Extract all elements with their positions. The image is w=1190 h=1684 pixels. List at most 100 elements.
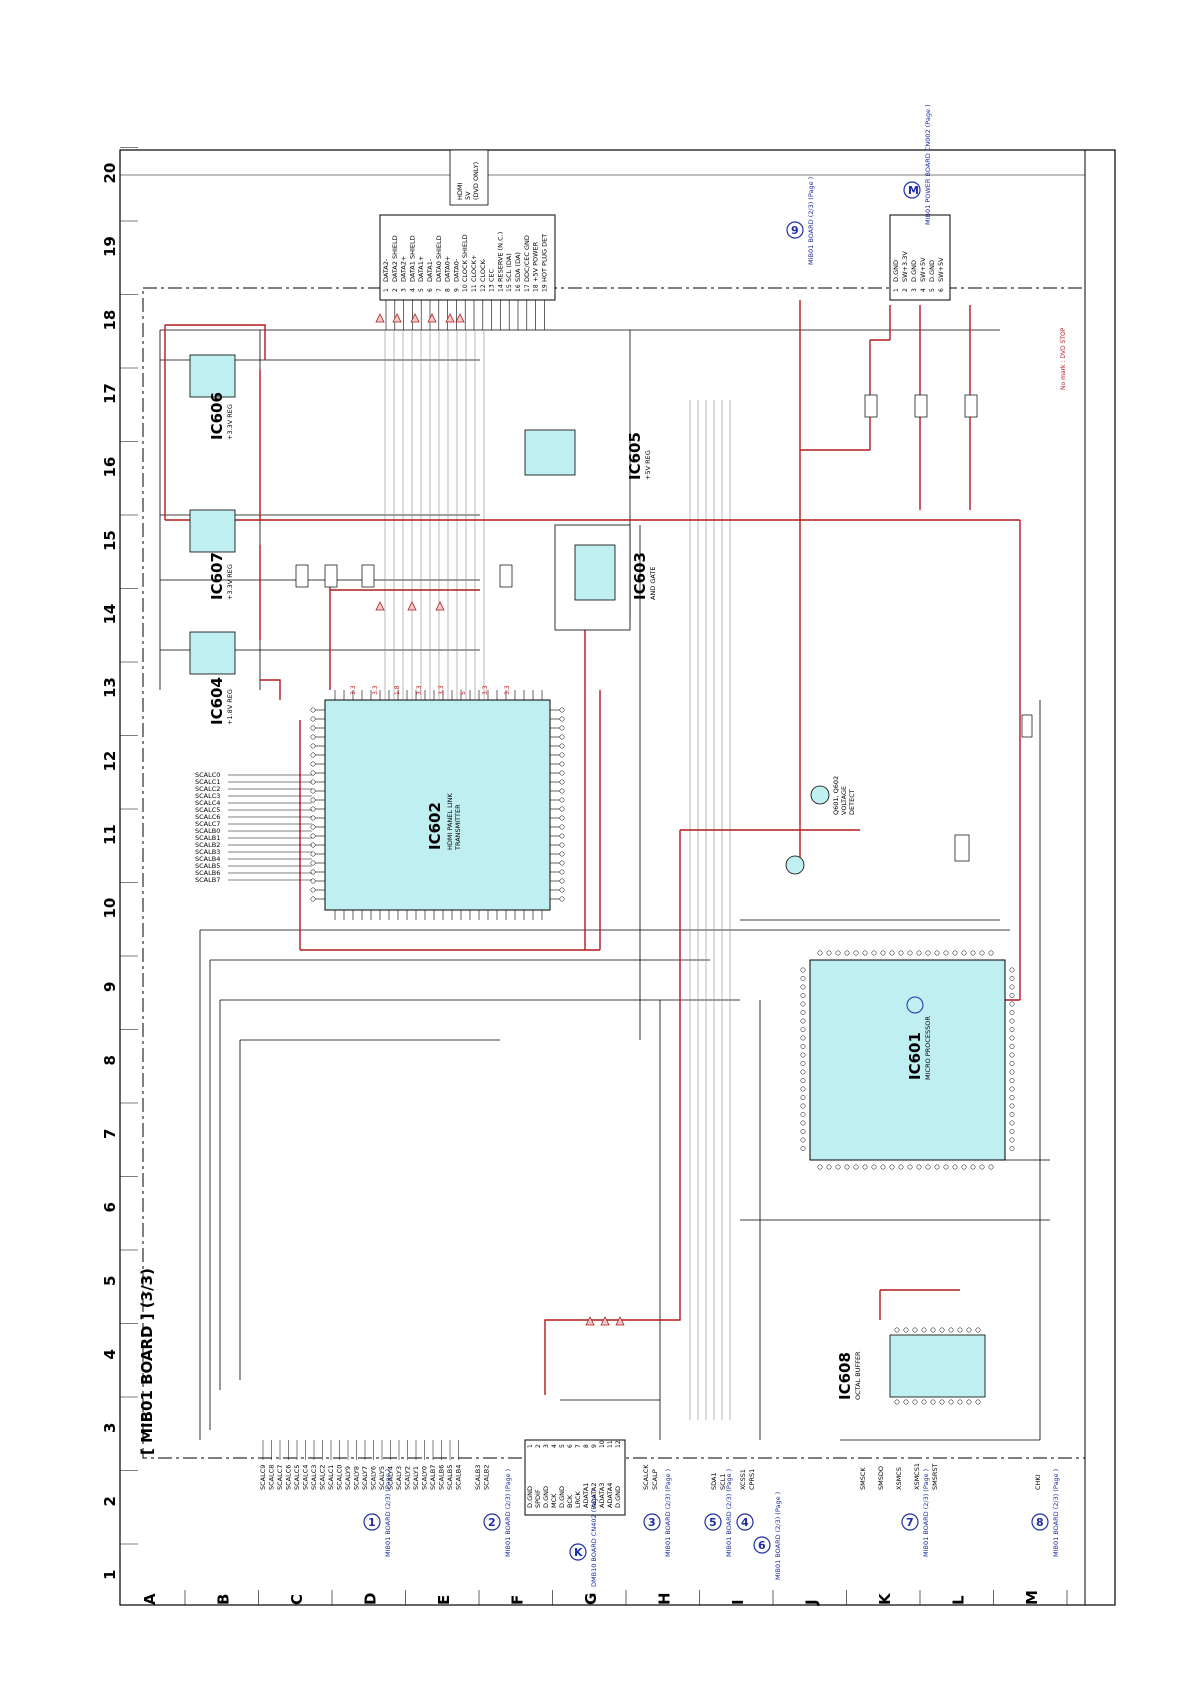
ic602-rail: 5 <box>460 691 467 695</box>
svg-text:(DVD ONLY): (DVD ONLY) <box>472 162 480 200</box>
bus-label: SCALC9 <box>259 1465 267 1490</box>
hdmi-pin-label: CLOCK SHIELD <box>461 234 469 282</box>
ic602-input-label: SCALB7 <box>195 876 220 884</box>
hdmi-pin-num: 7 <box>436 288 443 292</box>
ic602-input-label: SCALC5 <box>195 806 220 814</box>
grid-col-8: 8 <box>101 1055 119 1065</box>
ic602-rail: 3.3 <box>416 685 423 695</box>
grid-row-C: C <box>288 1594 306 1605</box>
ref-circle <box>363 1513 381 1531</box>
ic602-input-label: SCALB0 <box>195 827 220 835</box>
svg-text:Q601, Q602: Q601, Q602 <box>832 776 840 815</box>
power-pin-num: 2 <box>902 288 909 292</box>
ref-text: MIB01 BOARD (2/3) (Page ) <box>384 1469 392 1557</box>
hdmi-pin-num: 17 <box>524 284 531 292</box>
k-pin-num: 5 <box>559 1444 566 1448</box>
grid-col-4: 4 <box>101 1349 119 1359</box>
grid-col-9: 9 <box>101 982 119 992</box>
ref-number: 7 <box>906 1516 914 1529</box>
power-pin-label: D.GND <box>892 260 900 282</box>
k-pin-num: 8 <box>583 1444 590 1448</box>
bus-label: XSMCS1 <box>913 1463 921 1490</box>
bus-label: SCALB3 <box>474 1465 482 1490</box>
svg-text:+3.3V REG: +3.3V REG <box>226 564 234 600</box>
grid-col-20: 20 <box>101 163 119 184</box>
ref-text: DMB10 BOARD CN402 (Page ) <box>590 1489 598 1587</box>
wiring-red-power <box>164 300 1021 1395</box>
ref-text: MIB01 BOARD (2/3) (Page ) <box>807 177 815 265</box>
grid-col-5: 5 <box>101 1276 119 1286</box>
hdmi-pin-label: DATA0+ <box>444 256 452 282</box>
grid-col-12: 12 <box>101 751 119 772</box>
bus-label: SCALB7 <box>429 1465 437 1490</box>
grid-col-18: 18 <box>101 310 119 331</box>
hdmi-pin-num: 13 <box>489 284 496 292</box>
hdmi-pin-label: DATA2+ <box>400 256 408 282</box>
red-note: No mark : DVD STOP <box>1060 327 1067 390</box>
k-pin-label: MCK <box>550 1493 558 1508</box>
power-pin-label: SW+5V <box>919 257 927 282</box>
bus-label: SCALC8 <box>268 1465 276 1490</box>
grid-row-J: J <box>803 1599 821 1606</box>
hdmi-pin-num: 2 <box>392 288 399 292</box>
ic602-input-label: SCALC2 <box>195 785 220 793</box>
hdmi-pin-label: DATA1+ <box>417 256 425 282</box>
svg-text:+1.8V REG: +1.8V REG <box>226 689 234 725</box>
hdmi-pin-label: DATA1 SHIELD <box>408 235 416 282</box>
ic604: IC604 +1.8V REG <box>189 631 236 725</box>
ic601: IC601 MICRO PROCESSOR <box>800 950 1015 1170</box>
power-pin-label: SW+5V <box>937 257 945 282</box>
ref-circle <box>704 1513 722 1531</box>
k-pin-label: D.GND <box>614 1486 622 1508</box>
svg-text:IC603: IC603 <box>631 552 649 600</box>
ref-number: 8 <box>1036 1516 1044 1529</box>
bus-label: SCALC6 <box>285 1465 293 1490</box>
ref-number: 9 <box>791 224 799 237</box>
k-pin-num: 12 <box>615 1440 622 1448</box>
k-pin-num: 11 <box>607 1440 614 1448</box>
ref-circle <box>1031 1513 1049 1531</box>
bus-label: SCALY9 <box>344 1466 352 1490</box>
k-pin-label: ADATA4 <box>606 1483 614 1508</box>
grid-row-A: A <box>141 1593 159 1605</box>
power-pin-num: 1 <box>893 288 900 292</box>
k-pin-num: 3 <box>543 1444 550 1448</box>
ref-number: 2 <box>488 1516 496 1529</box>
ref-text: MIB01 BOARD (2/3) (Page ) <box>774 1492 782 1580</box>
svg-text:IC606: IC606 <box>208 392 226 440</box>
ic602-input-label: SCALC4 <box>195 799 220 807</box>
ref-number: K <box>574 1546 583 1559</box>
bus-label: SCALC7 <box>276 1465 284 1490</box>
grid-col-7: 7 <box>101 1129 119 1139</box>
ref-circle <box>903 181 921 199</box>
k-pin-num: 7 <box>575 1444 582 1448</box>
svg-text:IC607: IC607 <box>208 552 226 600</box>
svg-text:IC608: IC608 <box>836 1352 854 1400</box>
ic602-rail: 3.3 <box>482 685 489 695</box>
bus-label: CHKI <box>1034 1474 1042 1490</box>
k-pin-label: SPDIF <box>534 1489 542 1508</box>
k-pin-label: ADATA3 <box>598 1483 606 1508</box>
bus-label: SCALY2 <box>404 1466 412 1490</box>
hdmi-pin-num: 19 <box>541 284 548 292</box>
ref-text: MIB01 BOARD (2/3) (Page ) <box>725 1469 733 1557</box>
k-pin-label: LRCK <box>574 1491 582 1508</box>
ref-circle <box>483 1513 501 1531</box>
k-pin-num: 6 <box>567 1444 574 1448</box>
grid-col-3: 3 <box>101 1423 119 1433</box>
bus-label: SCALY5 <box>378 1466 386 1490</box>
ic602-input-label: SCALC1 <box>195 778 220 786</box>
ref-circle <box>736 1513 754 1531</box>
ref-text: MIB01 BOARD (2/3) (Page ) <box>922 1469 930 1557</box>
ic602-rail: 3.3 <box>372 685 379 695</box>
power-pin-num: 4 <box>920 288 927 292</box>
ic602-input-label: SCALB3 <box>195 848 220 856</box>
svg-text:IC605: IC605 <box>626 432 644 480</box>
hdmi-pin-num: 15 <box>506 284 513 292</box>
grid-col-11: 11 <box>101 824 119 845</box>
hdmi-pin-label: CLOCK- <box>479 258 487 282</box>
